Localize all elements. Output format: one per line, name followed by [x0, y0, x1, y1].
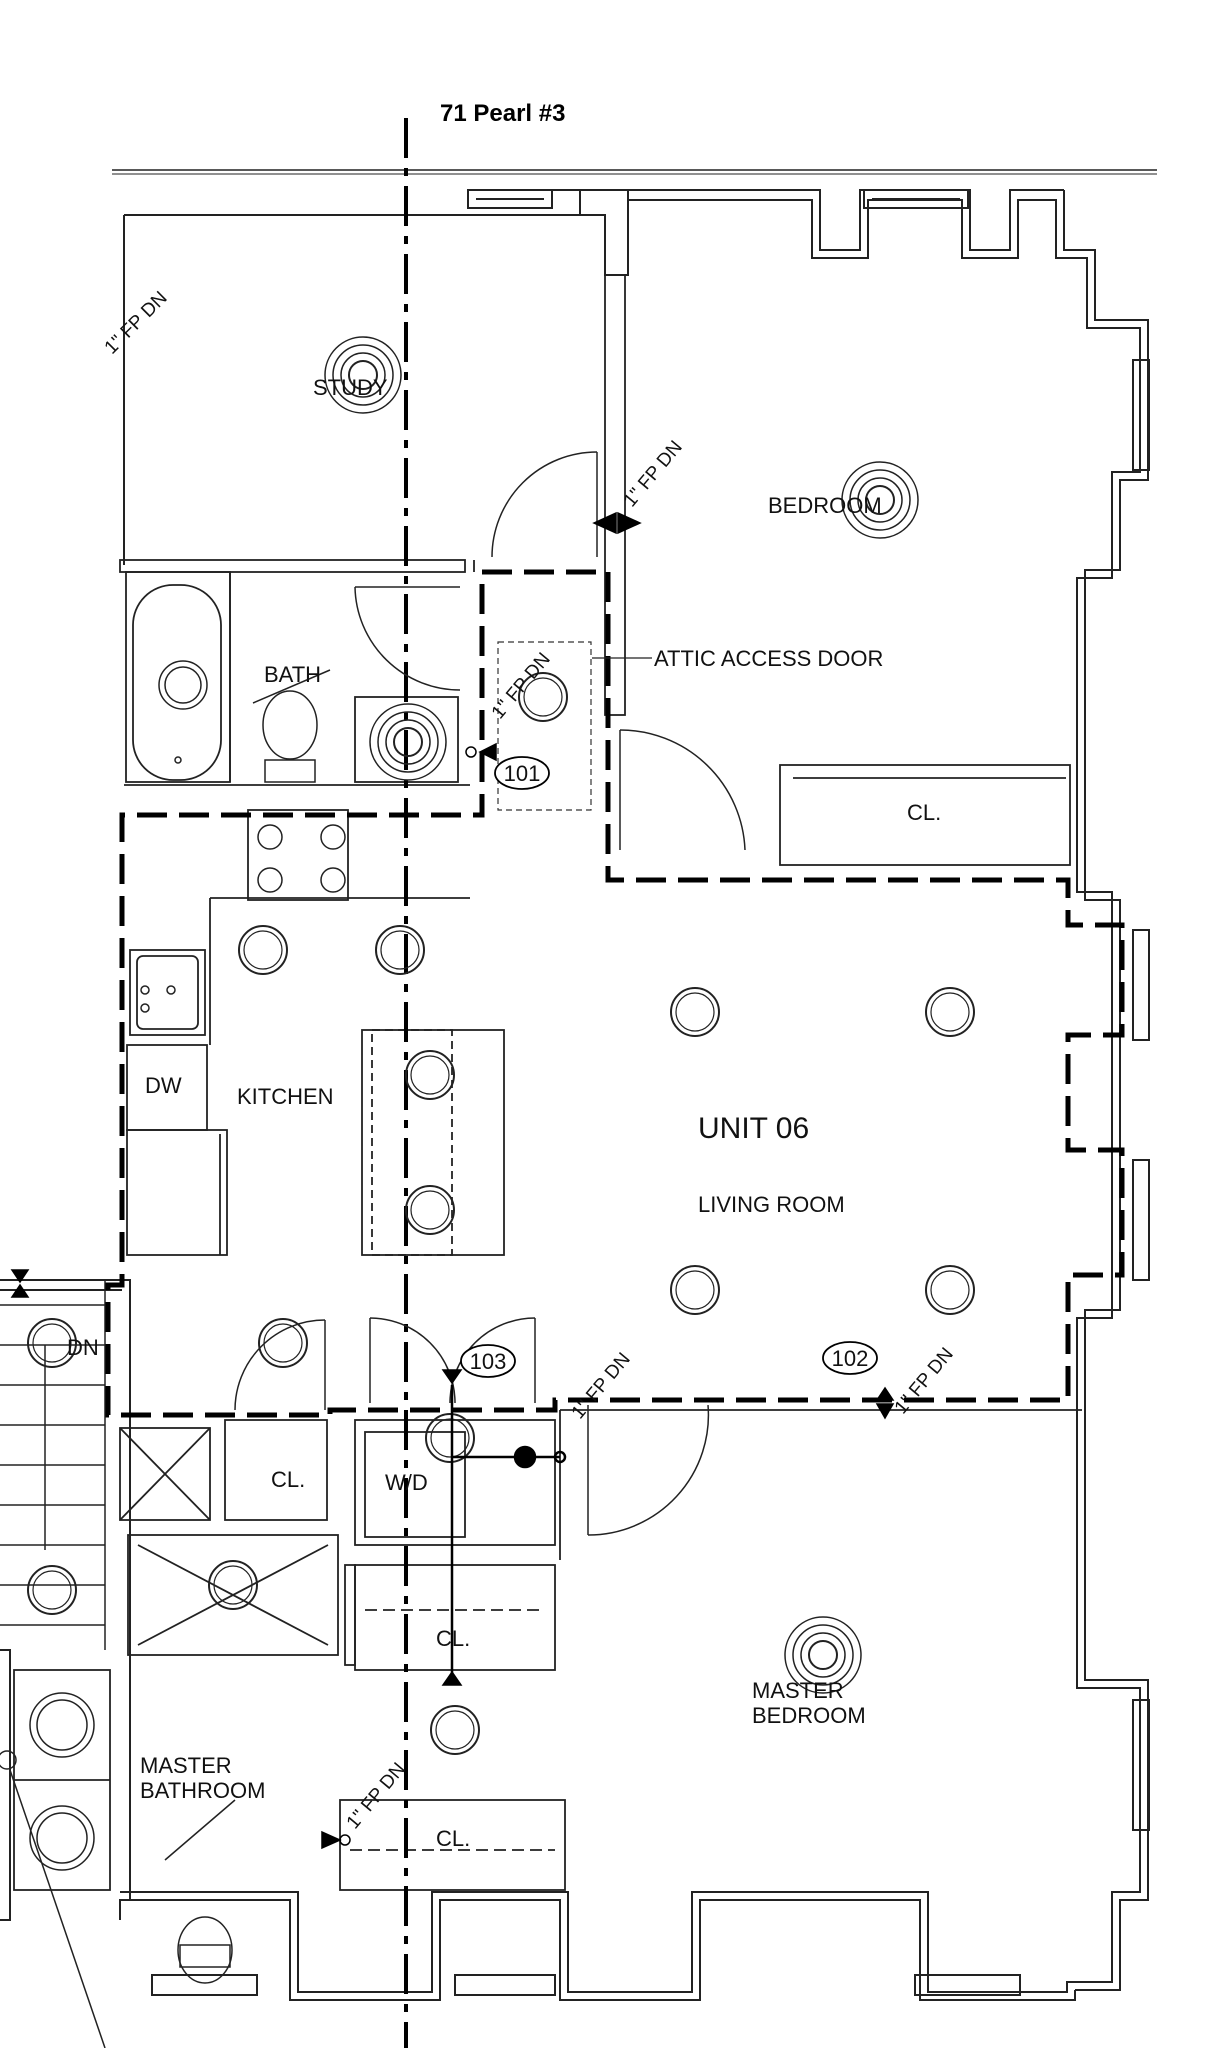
room-label-bath: BATH	[264, 662, 321, 687]
room-label-closet-hall: CL.	[271, 1467, 305, 1492]
door-swings	[234, 451, 746, 1536]
room-label-dishwasher: DW	[145, 1073, 182, 1098]
fp-dn-note-bedroom: 1" FP DN	[620, 437, 687, 511]
unit-label: UNIT 06	[698, 1112, 809, 1145]
plan-title: 71 Pearl #3	[440, 100, 565, 127]
fp-dn-note-bottom: 1" FP DN	[343, 1759, 410, 1833]
tag-103: 103	[470, 1349, 507, 1374]
tag-102: 102	[832, 1346, 869, 1371]
interior-walls	[0, 274, 1082, 1891]
room-label-study: STUDY	[313, 375, 388, 400]
room-label-living-room: LIVING ROOM	[698, 1192, 845, 1217]
exterior-walls	[0, 189, 1150, 2001]
room-tags: 101 102 103	[460, 756, 878, 1378]
room-label-bedroom: BEDROOM	[768, 493, 882, 518]
unit-boundary	[105, 569, 1125, 1418]
room-label-master-bathroom-1: MASTER	[140, 1753, 232, 1778]
tag-101: 101	[504, 761, 541, 786]
room-label-washer-dryer: W/D	[385, 1470, 428, 1495]
room-label-closet-laundry: CL.	[436, 1626, 470, 1651]
room-label-closet-bedroom: CL.	[907, 800, 941, 825]
kitchen-fixtures	[140, 824, 346, 1013]
fp-dn-note-master: 1" FP DN	[891, 1344, 958, 1418]
room-labels: STUDY BEDROOM BATH KITCHEN DW UNIT 06 LI…	[67, 375, 941, 1851]
fp-dn-note-living: 1" FP DN	[568, 1349, 635, 1423]
room-label-master-bedroom-2: BEDROOM	[752, 1703, 866, 1728]
room-label-master-bedroom-1: MASTER	[752, 1678, 844, 1703]
room-label-kitchen: KITCHEN	[237, 1084, 334, 1109]
room-label-master-bathroom-2: BATHROOM	[140, 1778, 265, 1803]
fp-dn-notes: 1" FP DN 1" FP DN 1" FP DN 1" FP DN 1" F…	[101, 288, 958, 1834]
sprinkler-riser	[450, 1385, 567, 1675]
room-label-closet-bottom: CL.	[436, 1826, 470, 1851]
attic-access-door-label: ATTIC ACCESS DOOR	[654, 646, 883, 671]
fp-dn-note-study: 1" FP DN	[101, 288, 172, 359]
pipe-markers	[10, 511, 895, 1850]
bath-fixtures	[0, 660, 331, 2048]
stair-down-label: DN	[67, 1335, 99, 1360]
